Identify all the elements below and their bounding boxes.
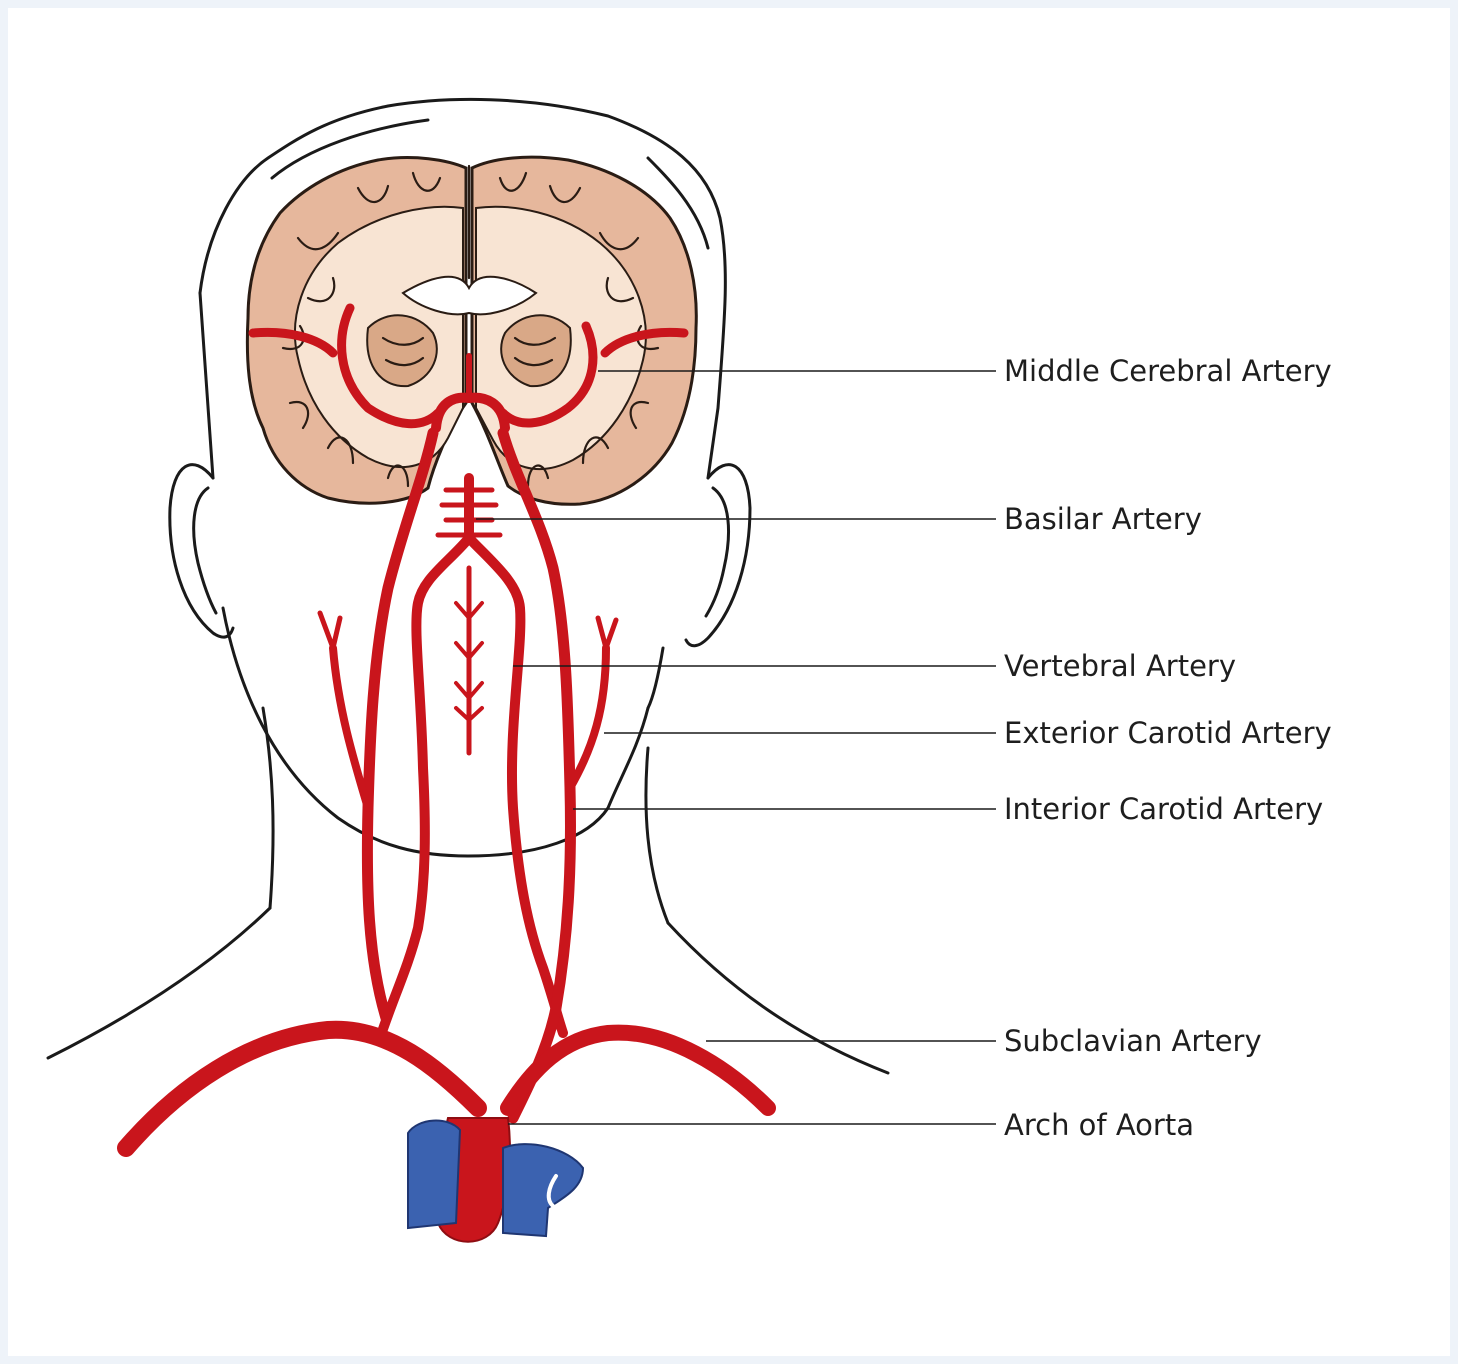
diagram-canvas: Middle Cerebral Artery Basilar Artery Ve… <box>8 8 1450 1356</box>
labels: Middle Cerebral Artery Basilar Artery Ve… <box>1004 354 1332 1142</box>
brain-section <box>247 157 696 504</box>
label-subclavian-artery: Subclavian Artery <box>1004 1024 1262 1058</box>
label-basilar-artery: Basilar Artery <box>1004 502 1202 536</box>
label-arch-of-aorta: Arch of Aorta <box>1004 1108 1194 1142</box>
label-exterior-carotid-artery: Exterior Carotid Artery <box>1004 716 1332 750</box>
head-neck-arteries-illustration: Middle Cerebral Artery Basilar Artery Ve… <box>8 8 1450 1356</box>
label-vertebral-artery: Vertebral Artery <box>1004 649 1236 683</box>
arteries <box>126 308 768 1242</box>
label-middle-cerebral-artery: Middle Cerebral Artery <box>1004 354 1332 388</box>
label-interior-carotid-artery: Interior Carotid Artery <box>1004 792 1323 826</box>
